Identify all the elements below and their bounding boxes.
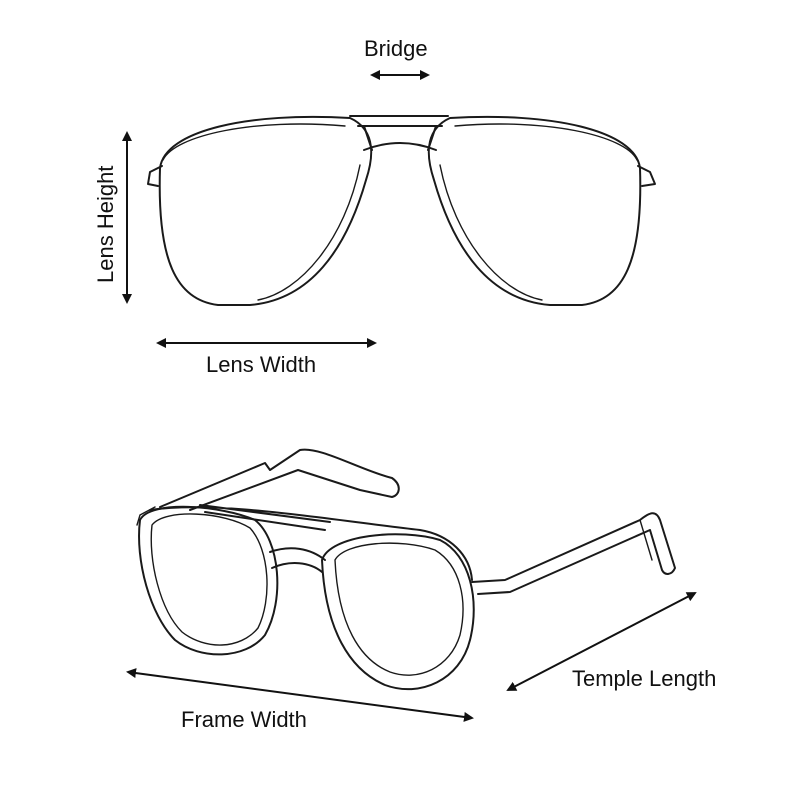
bridge-perspective bbox=[269, 547, 326, 573]
back-temple bbox=[159, 448, 400, 511]
front-view-glasses bbox=[147, 115, 656, 306]
right-temple-stub bbox=[637, 165, 656, 187]
right-lens-inner bbox=[334, 542, 464, 676]
left-lens-inner bbox=[150, 513, 268, 646]
lens-height-label: Lens Height bbox=[93, 165, 118, 283]
left-temple-stub bbox=[147, 165, 163, 187]
right-rim-inner bbox=[439, 123, 638, 301]
temple-length-label: Temple Length bbox=[572, 666, 717, 691]
perspective-glasses bbox=[136, 448, 676, 691]
left-rim-inner bbox=[162, 123, 361, 301]
left-lens-perspective bbox=[138, 505, 279, 656]
front-temple-tip bbox=[136, 506, 653, 561]
frame-width-arrow bbox=[126, 668, 474, 722]
frame-width-label: Frame Width bbox=[181, 707, 307, 732]
left-lens-front bbox=[158, 115, 373, 306]
bridge-bar bbox=[349, 115, 449, 151]
front-temple bbox=[471, 512, 676, 595]
bridge-label: Bridge bbox=[364, 36, 428, 61]
back-temple-detail bbox=[264, 462, 271, 471]
top-bar bbox=[149, 504, 473, 581]
right-lens-perspective bbox=[321, 533, 475, 691]
right-lens-front bbox=[427, 115, 642, 306]
lens-width-label: Lens Width bbox=[206, 352, 317, 377]
temple-length-arrow bbox=[506, 592, 697, 691]
